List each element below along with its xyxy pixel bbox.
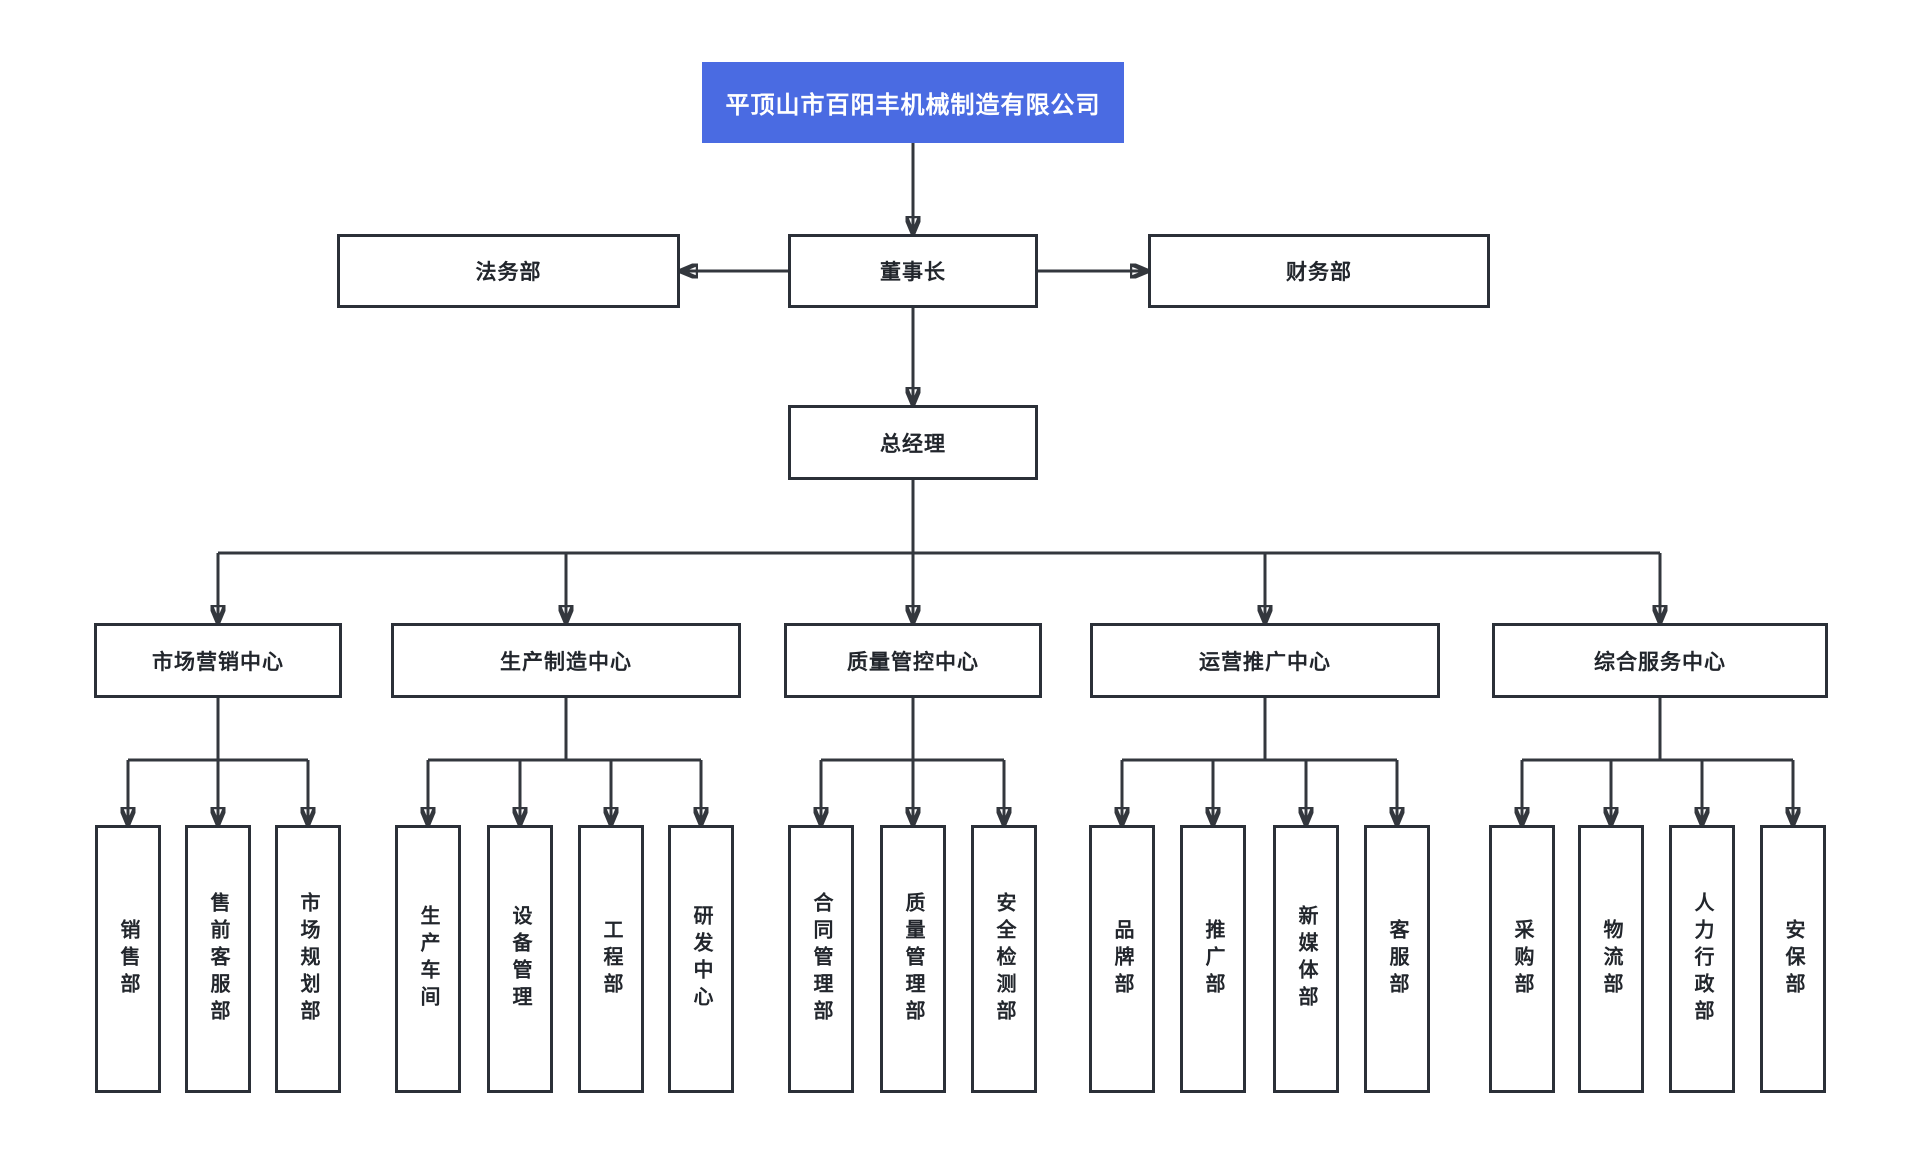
node-dept-rnd-center: 研发中心 [668,825,734,1093]
node-label: 物流部 [1600,918,1622,1000]
node-dept-sales: 销售部 [95,825,161,1093]
node-label: 工程部 [600,918,622,1000]
node-legal-dept: 法务部 [337,234,680,308]
node-dept-procurement: 采购部 [1489,825,1555,1093]
node-label: 质量管理部 [902,891,924,1027]
node-general-manager: 总经理 [788,405,1038,480]
node-label: 设备管理 [509,905,531,1013]
node-center-marketing: 市场营销中心 [94,623,342,698]
node-label: 研发中心 [690,905,712,1013]
node-label: 售前客服部 [207,891,229,1027]
node-dept-new-media: 新媒体部 [1273,825,1339,1093]
node-dept-customer-service: 客服部 [1364,825,1430,1093]
node-label: 客服部 [1386,918,1408,1000]
node-label: 采购部 [1511,918,1533,1000]
node-label: 销售部 [117,918,139,1000]
node-dept-equipment-management: 设备管理 [487,825,553,1093]
node-finance-dept: 财务部 [1148,234,1490,308]
node-center-quality: 质量管控中心 [784,623,1042,698]
node-dept-market-planning: 市场规划部 [275,825,341,1093]
node-label: 安保部 [1782,918,1804,1000]
node-dept-safety-inspection: 安全检测部 [971,825,1037,1093]
node-dept-logistics: 物流部 [1578,825,1644,1093]
node-center-production: 生产制造中心 [391,623,741,698]
node-label: 市场规划部 [297,891,319,1027]
node-label: 生产车间 [417,905,439,1013]
node-label: 合同管理部 [810,891,832,1027]
node-dept-quality-management: 质量管理部 [880,825,946,1093]
node-dept-contract-management: 合同管理部 [788,825,854,1093]
node-dept-hr-admin: 人力行政部 [1669,825,1735,1093]
node-label: 推广部 [1202,918,1224,1000]
node-label: 人力行政部 [1691,891,1713,1027]
node-company-root: 平顶山市百阳丰机械制造有限公司 [702,62,1124,143]
node-label: 新媒体部 [1295,905,1317,1013]
node-dept-engineering: 工程部 [578,825,644,1093]
node-center-services: 综合服务中心 [1492,623,1828,698]
node-dept-presales-service: 售前客服部 [185,825,251,1093]
node-dept-promotion: 推广部 [1180,825,1246,1093]
node-center-operations: 运营推广中心 [1090,623,1440,698]
node-label: 安全检测部 [993,891,1015,1027]
node-chairman: 董事长 [788,234,1038,308]
node-dept-security: 安保部 [1760,825,1826,1093]
node-label: 品牌部 [1111,918,1133,1000]
node-dept-production-workshop: 生产车间 [395,825,461,1093]
node-dept-brand: 品牌部 [1089,825,1155,1093]
